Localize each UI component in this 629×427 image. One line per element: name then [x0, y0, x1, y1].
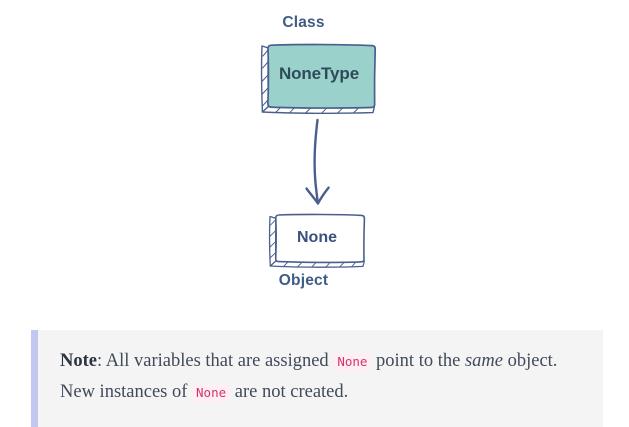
object-box-left-hatch	[269, 219, 277, 259]
class-box-left-hatch	[261, 49, 269, 107]
note-emphasis-same: same	[464, 351, 503, 371]
class-caption-label: Class	[282, 14, 325, 31]
arrow-head	[305, 186, 330, 205]
note-line2-part1: object. New instances of	[60, 351, 558, 402]
class-box-face	[267, 43, 377, 109]
object-node	[268, 213, 366, 268]
instantiation-arrow	[305, 118, 330, 205]
sketch-diagram	[260, 43, 377, 268]
class-node	[260, 43, 377, 115]
object-box-label: None	[297, 229, 337, 246]
inline-code-none-2: None	[192, 384, 231, 402]
object-caption-label: Object	[278, 272, 329, 289]
diagram-area: Class NoneType None Object	[260, 14, 377, 289]
class-box-label: NoneType	[278, 64, 360, 83]
inline-code-none-1: None	[333, 353, 372, 371]
note-line1-part2: point to the	[371, 351, 465, 371]
note-line1-part1: All variables that are assigned	[105, 351, 334, 371]
note-callout: Note: All variables that are assigned No…	[31, 330, 603, 427]
note-line2-part2: are not created.	[230, 382, 349, 402]
note-label-separator: :	[96, 351, 106, 371]
note-label: Note	[60, 351, 97, 371]
object-box-face	[274, 213, 366, 264]
arrow-shaft	[313, 118, 319, 203]
note-text: Note: All variables that are assigned No…	[38, 330, 603, 408]
